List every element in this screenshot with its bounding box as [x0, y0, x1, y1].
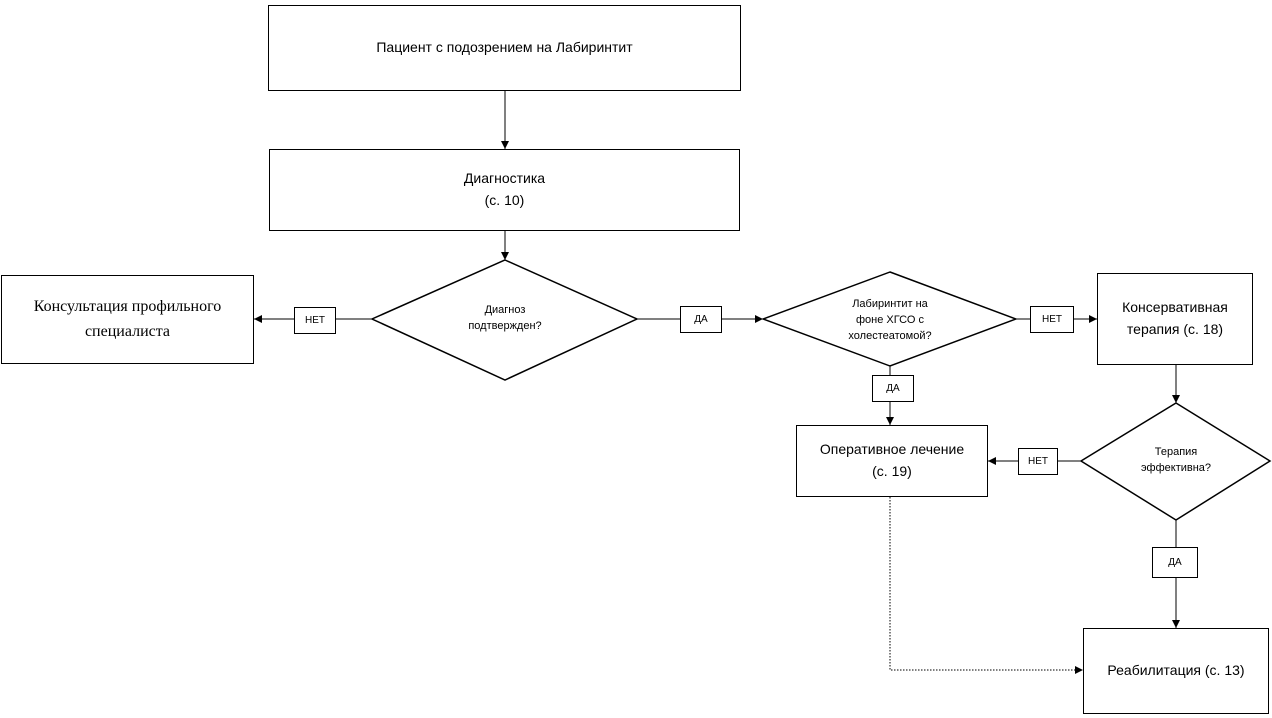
label-no-consult: НЕТ [294, 307, 336, 334]
decision-cholesteatoma-text: Лабиринтит на фоне ХГСО с холестеатомой? [848, 298, 932, 342]
label-no-operative: НЕТ [1018, 448, 1058, 475]
decision-diamond-confirmed [370, 259, 639, 381]
arrow-operative-to-rehab [889, 497, 1083, 674]
node-conservative: Консервативная терапия (с. 18) [1097, 273, 1253, 365]
node-diagnostics: Диагностика (с. 10) [269, 149, 740, 231]
decision-confirmed-text: Диагноз подтвержден? [468, 304, 542, 332]
label-yes-operative: ДА [872, 375, 914, 402]
node-consult: Консультация профильного специалиста [1, 275, 254, 364]
node-start: Пациент с подозрением на Лабиринтит [268, 5, 741, 91]
node-rehab: Реабилитация (с. 13) [1083, 628, 1269, 714]
node-operative: Оперативное лечение (с. 19) [796, 425, 988, 497]
label-no-conservative: НЕТ [1030, 306, 1074, 333]
decision-effective-text: Терапия эффективна? [1140, 446, 1212, 474]
label-yes-cholesteatoma: ДА [680, 306, 722, 333]
label-yes-rehab: ДА [1152, 547, 1198, 578]
